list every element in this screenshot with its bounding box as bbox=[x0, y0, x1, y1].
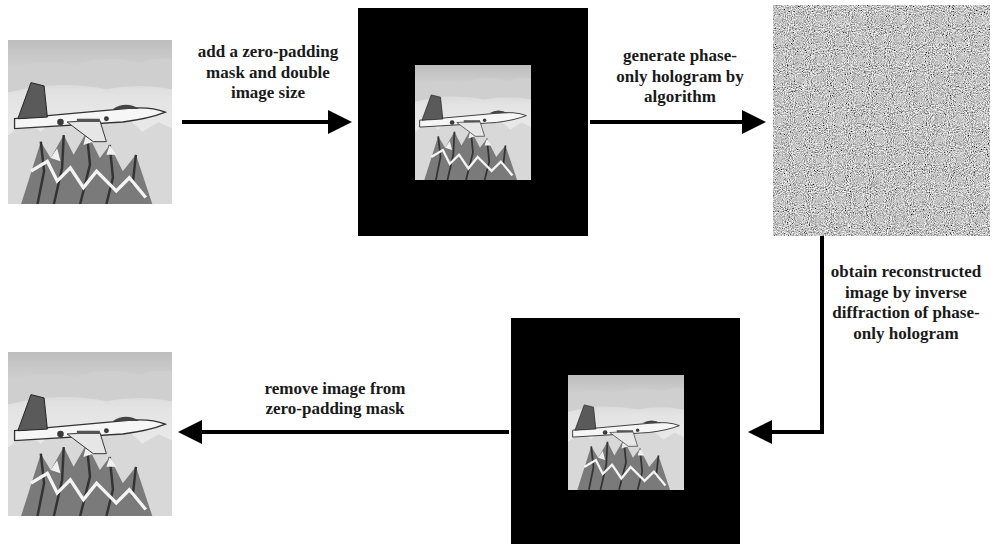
zero-padding-mask bbox=[358, 8, 588, 236]
phase-only-hologram bbox=[773, 5, 990, 236]
arrow bbox=[590, 120, 762, 124]
arrow-label: add a zero-padding mask and double image… bbox=[186, 42, 351, 104]
reconstructed-image bbox=[568, 375, 684, 490]
arrow bbox=[182, 120, 348, 124]
output-image bbox=[8, 352, 172, 516]
arrow bbox=[182, 430, 509, 434]
arrow-label: obtain reconstructed image by inverse di… bbox=[826, 262, 986, 345]
arrow-label: generate phase-only hologram by algorith… bbox=[613, 46, 748, 108]
input-image bbox=[8, 40, 172, 204]
padded-image bbox=[415, 65, 531, 180]
reconstructed-mask bbox=[511, 318, 740, 544]
arrow bbox=[752, 236, 822, 432]
arrow-label: remove image from zero-padding mask bbox=[245, 379, 425, 420]
